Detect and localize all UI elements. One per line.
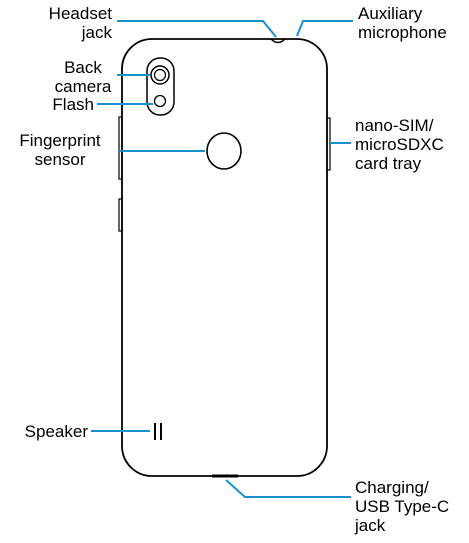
leader-aux-mic bbox=[296, 20, 353, 37]
fingerprint-sensor-ring bbox=[206, 132, 242, 170]
label-flash: Flash bbox=[52, 95, 94, 114]
label-sim-tray: nano-SIM/ microSDXC card tray bbox=[355, 116, 444, 173]
leader-headset-jack bbox=[117, 20, 277, 38]
left-side-button-upper bbox=[118, 116, 123, 180]
label-fingerprint-sensor: Fingerprint sensor bbox=[19, 131, 101, 169]
sim-tray-slot bbox=[326, 117, 331, 171]
headset-jack-notch bbox=[270, 38, 286, 44]
label-headset-jack: Headset jack bbox=[48, 4, 112, 42]
label-charging-port: Charging/ USB Type-C jack bbox=[355, 478, 450, 535]
label-auxiliary-microphone: Auxiliary microphone bbox=[358, 4, 447, 42]
left-side-button-lower bbox=[118, 198, 123, 232]
flash-led bbox=[153, 94, 167, 108]
camera-module bbox=[146, 57, 175, 116]
label-back-camera: Back camera bbox=[54, 58, 112, 96]
leader-charging bbox=[225, 479, 351, 498]
label-speaker: Speaker bbox=[24, 422, 88, 441]
back-camera-lens-outer bbox=[150, 65, 170, 85]
back-camera-lens-inner bbox=[153, 68, 167, 82]
